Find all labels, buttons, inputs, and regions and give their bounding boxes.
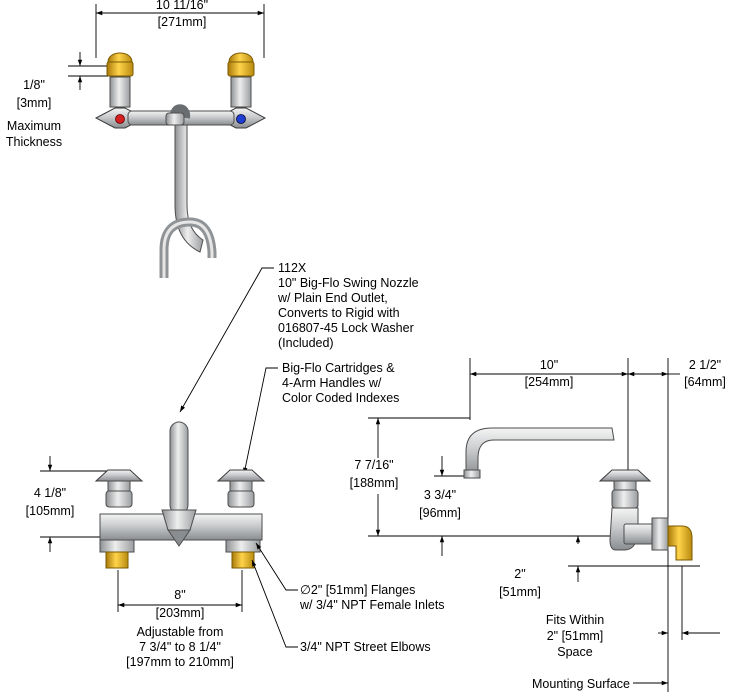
front-left-brass-inlet [105, 551, 129, 569]
cold-index-icon [236, 114, 246, 124]
top-width-mm: [271mm] [158, 15, 207, 29]
top-right-valve-body [230, 76, 252, 108]
front-nozzle-nut [161, 509, 197, 531]
adjust-line3: [197mm to 210mm] [126, 655, 234, 669]
front-height-mm: [105mm] [26, 504, 75, 518]
fit-line1: Fits Within [546, 613, 604, 627]
top-view: 10 11/16" [271mm] 1/8" [3mm] Maximum Thi… [6, 0, 267, 278]
front-left-stem [107, 480, 131, 492]
side-view: 10" [254mm] 2 1/2" [64mm] 7 7/16" [188mm… [346, 358, 726, 692]
elbow-leader-line [251, 559, 298, 648]
cartridge-callout-line2: 4-Arm Handles w/ [282, 376, 382, 390]
flange-line1: ∅2" [51mm] Flanges [300, 583, 415, 597]
front-view: 4 1/8" [105mm] 8" [203mm] Adjustable fro… [26, 421, 445, 669]
nozzle-callout-line5: 016807-45 Lock Washer [278, 321, 414, 335]
side-stem [613, 480, 637, 491]
side-outlet-in: 3 3/4" [424, 488, 456, 502]
mounting-surface-label: Mounting Surface [532, 677, 630, 691]
thickness-in: 1/8" [23, 78, 45, 92]
nozzle-leader-line [179, 267, 274, 413]
top-left-brass-cap [106, 52, 134, 77]
front-right-stem [229, 480, 253, 492]
adjust-line2: 7 3/4" to 8 1/4" [139, 640, 221, 654]
front-centers-mm: [203mm] [156, 606, 205, 620]
thickness-label-1: Maximum [7, 119, 61, 133]
top-nozzle-base [165, 112, 185, 126]
side-bonnet [611, 489, 639, 509]
side-handle [598, 469, 652, 482]
front-right-flange [225, 539, 261, 553]
top-width-in: 10 11/16" [156, 0, 208, 12]
side-inlet-tube [623, 523, 657, 545]
side-offset-in: 2 1/2" [689, 358, 721, 372]
thickness-mm: [3mm] [17, 96, 52, 110]
side-outlet-mm: [96mm] [419, 506, 461, 520]
front-left-bonnet [105, 490, 133, 508]
side-reach-in: 10" [540, 358, 558, 372]
nozzle-callout: 112X 10" Big-Flo Swing Nozzle w/ Plain E… [179, 261, 419, 413]
front-right-handle [216, 469, 266, 482]
front-height-in: 4 1/8" [34, 486, 66, 500]
side-brass-elbow [667, 525, 693, 561]
front-centers-in: 8" [174, 588, 185, 602]
nozzle-callout-line4: Converts to Rigid with [278, 306, 400, 320]
nozzle-callout-line3: w/ Plain End Outlet, [277, 291, 388, 305]
elbow-label: 3/4" NPT Street Elbows [300, 640, 431, 654]
adjust-line1: Adjustable from [137, 625, 224, 639]
flange-line2: w/ 3/4" NPT Female Inlets [299, 598, 445, 612]
cartridge-callout-line3: Color Coded Indexes [282, 391, 399, 405]
nozzle-callout-line1: 112X [278, 261, 307, 275]
side-offset-mm: [64mm] [684, 375, 726, 389]
cartridge-callout-line1: Big-Flo Cartridges & [282, 361, 395, 375]
nozzle-callout-line2: 10" Big-Flo Swing Nozzle [278, 276, 419, 290]
flange-leader-line [255, 542, 298, 591]
side-height-mm: [188mm] [350, 476, 399, 490]
nozzle-callout-line6: (Included) [278, 336, 334, 350]
side-flange [651, 517, 669, 551]
front-right-brass-inlet [231, 551, 255, 569]
thickness-label-2: Thickness [6, 135, 62, 149]
front-left-flange [99, 539, 135, 553]
cartridge-callout: Big-Flo Cartridges & 4-Arm Handles w/ Co… [243, 361, 399, 475]
side-reach-mm: [254mm] [525, 375, 574, 389]
fit-line3: Space [557, 645, 592, 659]
fit-line2: 2" [51mm] [547, 629, 604, 643]
side-inlet-in: 2" [514, 567, 525, 581]
side-inlet-mm: [51mm] [499, 585, 541, 599]
front-nozzle [169, 421, 189, 515]
hot-index-icon [115, 114, 125, 124]
top-left-valve-body [109, 76, 131, 108]
front-left-handle [94, 469, 144, 482]
top-right-brass-cap [227, 52, 255, 77]
top-nozzle [174, 124, 204, 253]
cartridge-leader-line [243, 367, 278, 475]
side-spout-tip [463, 469, 481, 479]
side-height-in: 7 7/16" [354, 458, 393, 472]
front-right-bonnet [227, 490, 255, 508]
side-spout [465, 427, 615, 477]
